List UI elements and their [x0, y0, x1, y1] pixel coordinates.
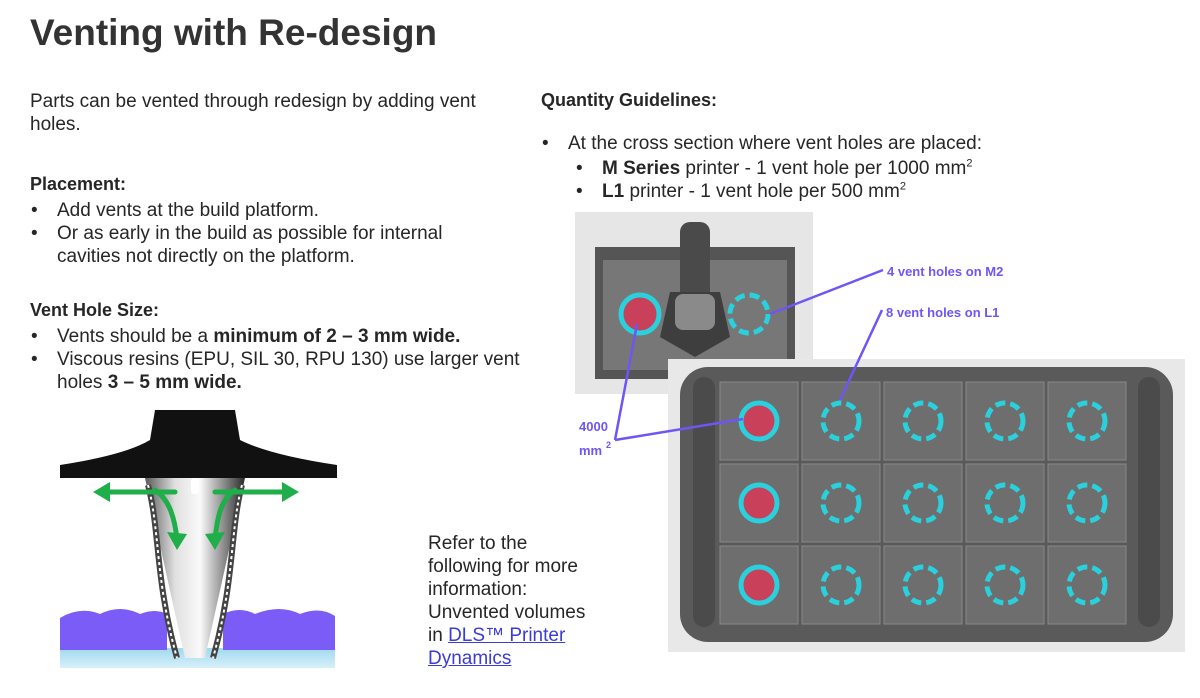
grid-cell [801, 545, 881, 625]
intro-text: Parts can be vented through redesign by … [30, 91, 476, 135]
nozzle-top [60, 410, 337, 478]
vent-size-bold: 3 – 5 mm wide. [107, 372, 242, 393]
printer-vent-diagram: 4 vent holes on M2 8 vent holes on L1 40… [575, 212, 1185, 652]
dashed-vent-hole [1066, 400, 1108, 442]
dashed-vent-hole [902, 400, 944, 442]
dashed-vent-hole [1066, 482, 1108, 524]
nozzle-slot [191, 478, 199, 494]
dashed-vent-hole [820, 564, 862, 606]
solid-vent-hole [738, 400, 780, 442]
superscript: 2 [966, 157, 973, 170]
placement-list: Add vents at the build platform. Or as e… [30, 199, 510, 268]
quantity-list: At the cross section where vent holes ar… [541, 132, 1101, 155]
m2-dashed-vent [727, 292, 771, 336]
printer-dynamics-link[interactable]: DLS™ Printer Dynamics [428, 625, 566, 669]
area-value: 4000 [579, 419, 608, 434]
vent-size-bold: minimum of 2 – 3 mm wide. [213, 326, 461, 347]
callout-lines [613, 268, 884, 442]
area-superscript: 2 [606, 440, 611, 450]
grid-cell [883, 463, 963, 543]
vent-size-heading: Vent Hole Size: [30, 300, 160, 320]
quantity-l1: L1 printer - 1 vent hole per 500 mm2 [575, 180, 1095, 203]
dashed-vent-hole [984, 400, 1026, 442]
grid-cell [965, 545, 1045, 625]
l1-label: 8 vent holes on L1 [886, 305, 999, 320]
grid-cell [801, 381, 881, 461]
page-title: Venting with Re-design [30, 12, 438, 53]
dashed-vent-hole [820, 400, 862, 442]
grid-cell [801, 463, 881, 543]
resin-pool-right [223, 609, 335, 650]
quantity-m-series: M Series printer - 1 vent hole per 1000 … [575, 157, 1095, 180]
arrow-heads [93, 482, 299, 550]
solid-vent-hole [738, 482, 780, 524]
grid-cell [1047, 545, 1127, 625]
solid-vent-hole [738, 564, 780, 606]
nozzle-cone [145, 478, 245, 658]
dashed-vent-hole [984, 564, 1026, 606]
dashed-vent-hole [984, 482, 1026, 524]
placement-item: Or as early in the build as possible for… [30, 222, 510, 268]
vent-size-list: Vents should be a minimum of 2 – 3 mm wi… [30, 325, 520, 394]
nozzle-vent-illustration [60, 410, 337, 668]
grid-cell [883, 381, 963, 461]
dashed-vent-hole [902, 482, 944, 524]
vent-size-item: Vents should be a minimum of 2 – 3 mm wi… [30, 325, 520, 348]
refer-text: Refer to the following for more informat… [428, 532, 603, 670]
grid-cell [1047, 463, 1127, 543]
m2-solid-vent [618, 292, 662, 336]
dashed-vent-hole [1066, 564, 1108, 606]
quantity-lead: At the cross section where vent holes ar… [541, 132, 1101, 155]
grid-cell [965, 463, 1045, 543]
vent-size-item: Viscous resins (EPU, SIL 30, RPU 130) us… [30, 348, 520, 394]
superscript: 2 [899, 180, 906, 193]
l1-vent-grid [719, 381, 1127, 625]
quantity-sublist: M Series printer - 1 vent hole per 1000 … [575, 157, 1095, 203]
dashed-vent-hole [820, 482, 862, 524]
grid-cell [965, 381, 1045, 461]
quantity-heading: Quantity Guidelines: [541, 90, 718, 110]
grid-cell [1047, 381, 1127, 461]
dashed-vent-hole [902, 564, 944, 606]
grid-cell [883, 545, 963, 625]
refer-body: Refer to the following for more informat… [428, 533, 586, 646]
placement-heading: Placement: [30, 174, 127, 194]
m-series-bold: M Series [602, 158, 681, 179]
l1-text: printer - 1 vent hole per 500 mm [624, 181, 900, 202]
m-series-text: printer - 1 vent hole per 1000 mm [680, 158, 967, 179]
m2-label: 4 vent holes on M2 [887, 264, 1003, 279]
l1-bold: L1 [602, 181, 625, 202]
placement-item: Add vents at the build platform. [30, 199, 510, 222]
area-unit: mm [579, 443, 602, 458]
m2-riser [680, 222, 710, 302]
resin-pool-left [60, 609, 167, 650]
vent-size-text: Vents should be a [57, 326, 214, 347]
vent-size-text: Viscous resins (EPU, SIL 30, RPU 130) us… [57, 349, 520, 393]
